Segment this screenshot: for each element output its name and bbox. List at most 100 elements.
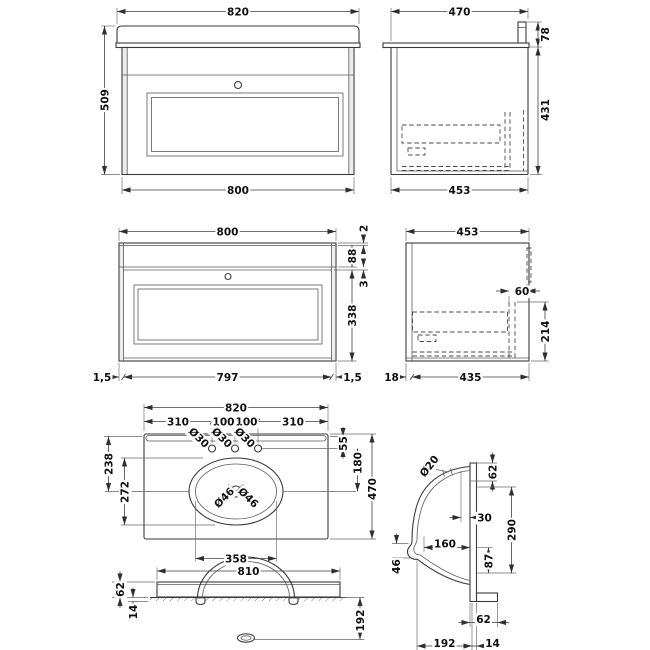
mount-tab-left: [195, 597, 206, 606]
overflow-hole: [435, 468, 453, 477]
drawer-panel-outer: [146, 92, 344, 157]
dim-label-46: 46: [390, 557, 404, 576]
tap-hole-front: [224, 272, 232, 281]
bowl-profile-outer: [406, 465, 471, 586]
waste-outlet: [236, 633, 256, 643]
dim-label-214: 214: [539, 319, 553, 344]
dim-label-338: 338: [346, 303, 360, 328]
view-front-basin: [112, 556, 365, 643]
svg-text:509: 509: [99, 89, 111, 111]
svg-text:238: 238: [103, 453, 115, 475]
upstand: [517, 21, 527, 44]
basin-bowl-inner: [195, 463, 277, 520]
dim-label-14: 14: [127, 603, 141, 621]
dim-label-62: 62: [486, 463, 500, 481]
view-front-cabinet: [107, 228, 368, 381]
countertop-lip: [115, 42, 361, 49]
countertop-front: [116, 25, 360, 48]
svg-text:2: 2: [358, 225, 370, 232]
svg-text:18: 18: [384, 372, 399, 384]
drawer-handle-hidden: [417, 334, 437, 342]
view-side-cabinet: [394, 228, 549, 381]
svg-text:46: 46: [391, 559, 403, 574]
svg-text:435: 435: [460, 372, 482, 384]
svg-text:88: 88: [347, 249, 359, 264]
svg-text:800: 800: [217, 226, 239, 238]
cabinet-body: [121, 46, 355, 176]
drawer-panel-inner: [137, 288, 319, 341]
dim-label-509: 509: [98, 87, 112, 113]
svg-text:1,5: 1,5: [93, 372, 112, 384]
dim-label-87: 87: [482, 552, 496, 570]
svg-text:192: 192: [355, 610, 367, 632]
dim-label-810: 810: [236, 565, 261, 579]
svg-text:310: 310: [167, 416, 189, 428]
svg-text:358: 358: [225, 553, 247, 565]
dim-label-15: 1,5: [91, 371, 113, 385]
svg-text:820: 820: [225, 402, 247, 414]
svg-text:192: 192: [434, 638, 456, 650]
svg-text:214: 214: [540, 321, 552, 343]
dim-label-431: 431: [539, 97, 553, 123]
dim-431-right: [530, 47, 542, 175]
dim-label-290: 290: [505, 517, 519, 543]
view-front-assembled: [101, 8, 361, 194]
wall-bracket-hidden: [526, 247, 532, 283]
dim-label-180: 180: [351, 450, 365, 476]
dim-label-55: 55: [337, 434, 351, 453]
dim-label-797: 797: [215, 371, 240, 385]
drawer-handle-hidden: [407, 147, 426, 156]
drawer-hidden-lines: [401, 110, 524, 171]
dim-label-310: 310: [280, 415, 306, 429]
dim-label-78: 78: [539, 25, 553, 44]
dim-label-358: 358: [223, 552, 249, 566]
svg-text:60: 60: [515, 286, 530, 298]
dim-label-30: 30: [475, 511, 494, 525]
svg-text:100: 100: [236, 416, 258, 428]
dim-label-192: 192: [432, 637, 457, 650]
svg-text:55: 55: [338, 436, 350, 451]
svg-text:272: 272: [119, 481, 131, 503]
dim-label-435: 435: [458, 371, 483, 385]
svg-text:470: 470: [449, 6, 471, 18]
dim-label-453: 453: [447, 184, 472, 198]
svg-text:797: 797: [217, 372, 239, 384]
svg-text:160: 160: [434, 538, 456, 550]
dim-label-820: 820: [225, 5, 251, 19]
dim-label-310: 310: [165, 415, 191, 429]
drawer-panel-inner: [151, 97, 339, 152]
back-plate: [469, 462, 478, 603]
svg-text:431: 431: [540, 99, 552, 121]
dim-62-top: [470, 452, 497, 492]
svg-text:1,5: 1,5: [343, 372, 362, 384]
svg-text:820: 820: [227, 6, 249, 18]
dim-label-160: 160: [432, 537, 458, 551]
svg-text:14: 14: [485, 638, 500, 650]
dim-label-453: 453: [455, 225, 480, 239]
dim-label-470: 470: [366, 476, 380, 502]
dim-label-238: 238: [102, 451, 116, 477]
bottom-flange: [475, 592, 499, 603]
svg-text:62: 62: [487, 465, 499, 480]
svg-text:100: 100: [213, 416, 235, 428]
dim-78-right: [527, 21, 542, 48]
dim-label-62: 62: [114, 580, 128, 599]
mount-tab-right: [288, 597, 299, 606]
svg-text:453: 453: [449, 185, 471, 197]
svg-text:338: 338: [347, 305, 359, 327]
dim-label-3: 3: [357, 279, 371, 289]
svg-text:290: 290: [506, 519, 518, 541]
dim-label-800: 800: [215, 225, 240, 239]
dim-label-60: 60: [513, 285, 531, 299]
dim-label-15: 1,5: [341, 371, 364, 385]
dim-label-62: 62: [474, 613, 493, 627]
dim-label-88: 88: [346, 247, 360, 265]
svg-text:62: 62: [476, 614, 491, 626]
dim-62-bottom: [458, 603, 509, 627]
tap-hole-front: [233, 80, 243, 90]
dim-label-18: 18: [382, 371, 401, 385]
bowl-profile-inner: [413, 470, 471, 581]
cabinet-carcass-side: [405, 242, 530, 362]
svg-text:30: 30: [477, 512, 492, 524]
